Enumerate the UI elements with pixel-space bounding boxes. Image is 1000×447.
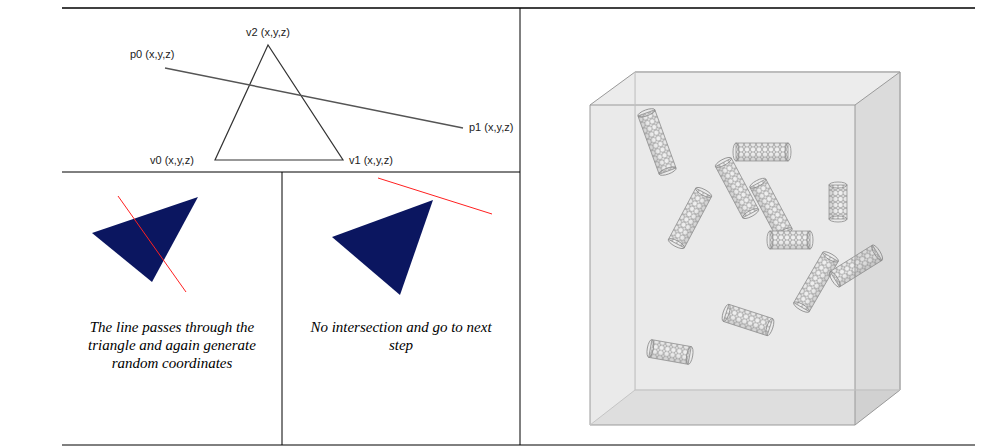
vertex-label: p0 (x,y,z) (130, 48, 174, 61)
vertex-label: p1 (x,y,z) (469, 121, 513, 134)
no-intersect-render (332, 178, 492, 295)
vertex-label: v1 (x,y,z) (349, 154, 393, 167)
cell-caption: No intersection and go to next step (300, 318, 502, 354)
table-grid (62, 8, 975, 445)
vertex-label: v2 (x,y,z) (246, 26, 290, 39)
triangle-schematic (165, 45, 463, 160)
intersect-render (92, 196, 198, 292)
cube-box (590, 72, 900, 425)
cell-caption: The line passes through the triangle and… (82, 318, 262, 372)
vertex-label: v0 (x,y,z) (150, 154, 194, 167)
